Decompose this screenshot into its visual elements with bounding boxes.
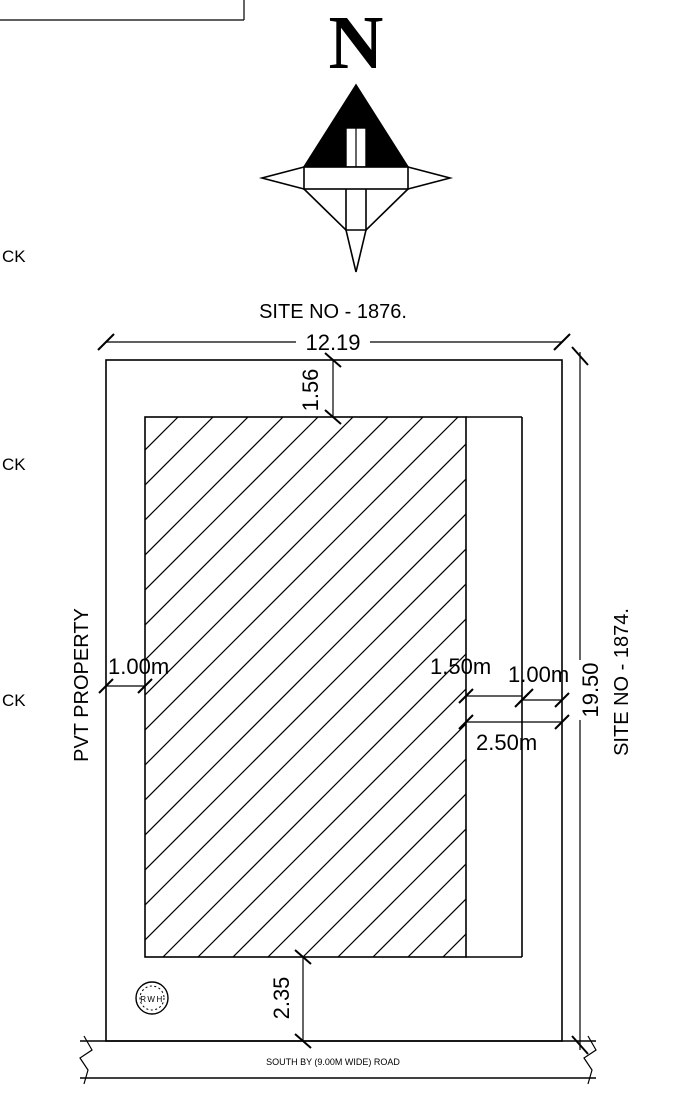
front-setback-dimension: 1.56	[298, 352, 342, 425]
hatch-line	[145, 417, 389, 661]
width-dimension-label: 12.19	[305, 330, 360, 355]
length-dimension: 19.50	[571, 346, 603, 1055]
rwh-label: RWH	[140, 995, 163, 1004]
hatch-line	[145, 548, 466, 871]
hatch-line	[162, 653, 466, 957]
hatch-line	[145, 417, 214, 486]
front-setback-label: 1.56	[298, 369, 323, 412]
hatch-line	[145, 417, 249, 521]
hatch-line	[145, 478, 466, 801]
hatch-line	[197, 688, 466, 957]
hatch-line	[145, 417, 424, 696]
rwh-pit: RWH	[135, 981, 169, 1015]
north-site-label: SITE NO - 1876.	[259, 301, 407, 323]
left-partial-label-1: CK	[2, 247, 26, 266]
hatch-line	[335, 300, 699, 1100]
building-hatch	[0, 300, 699, 1100]
east-site-label: SITE NO - 1874.	[611, 608, 633, 756]
hatch-line	[145, 618, 466, 941]
hatch-line	[442, 933, 466, 957]
length-dimension-label: 19.50	[578, 662, 603, 717]
hatch-line	[145, 583, 466, 906]
rear-setback-label: 2.35	[269, 977, 294, 1020]
right-setback-dimensions: 1.50m 1.00m 2.50m	[430, 654, 570, 755]
left-setback-label: 1.00m	[108, 654, 169, 679]
right-setback-label: 1.50m	[430, 654, 491, 679]
side-strip	[466, 416, 523, 958]
hatch-line	[145, 417, 284, 556]
right-total-label: 2.50m	[476, 730, 537, 755]
north-letter: N	[329, 1, 384, 85]
north-arrow: N	[258, 1, 454, 273]
right-inner-label: 1.00m	[508, 662, 569, 687]
south-road: SOUTH BY (9.00M WIDE) ROAD	[79, 1035, 597, 1085]
hatch-line	[407, 898, 466, 957]
hatch-line	[145, 417, 354, 626]
hatch-line	[145, 417, 459, 731]
west-property-label: PVT PROPERTY	[71, 608, 93, 762]
south-road-label: SOUTH BY (9.00M WIDE) ROAD	[266, 1057, 400, 1067]
rear-setback-dimension: 2.35	[269, 949, 312, 1049]
width-dimension: 12.19	[97, 330, 571, 355]
hatch-line	[232, 723, 466, 957]
left-setback-dimension: 1.00m	[98, 654, 169, 694]
hatch-line	[145, 417, 179, 451]
hatch-line	[145, 443, 466, 766]
left-partial-label-2: CK	[2, 455, 26, 474]
left-partial-label-3: CK	[2, 691, 26, 710]
partial-frame-box	[0, 0, 245, 21]
hatch-line	[145, 513, 466, 836]
hatch-line	[0, 300, 260, 1100]
hatch-line	[145, 417, 319, 591]
